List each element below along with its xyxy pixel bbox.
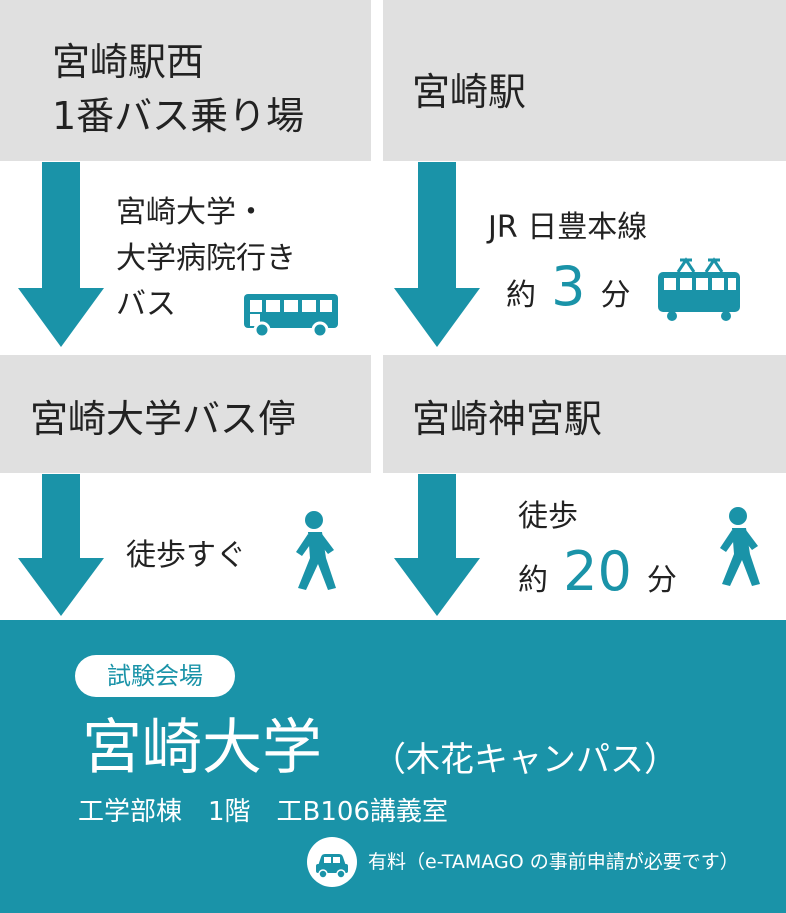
left-transport-line1: 宮崎大学・ [116,195,266,230]
left-start-line1: 宮崎駅西 [52,40,205,84]
left-transport-line3: バス [116,287,176,322]
left-transport-line2: 大学病院行き [116,241,296,276]
right-arrow-1 [394,162,480,347]
right-walk-duration: 約 20 分 [518,545,677,602]
walking-person-icon-right [714,506,764,588]
right-stop-box [383,355,786,473]
venue-badge: 試験会場 [75,655,235,697]
right-transport-prefix: 約 [506,278,536,313]
right-walk-unit: 分 [646,563,677,598]
right-transport-duration: 約 3 分 [506,260,631,317]
left-arrow-1 [18,162,104,347]
right-walk-line1: 徒歩 [518,499,578,534]
right-arrow-2 [394,474,480,616]
right-walk-prefix: 約 [518,563,548,598]
left-stop-box [0,355,371,473]
left-start-box [0,0,371,161]
left-arrow-2 [18,474,104,616]
right-transport-minutes: 3 [551,255,586,318]
right-transport-line: JR 日豊本線 [488,210,648,245]
destination-campus: （木花キャンパス） [372,740,678,780]
left-walk-text: 徒歩すぐ [126,538,246,573]
walking-person-icon [290,510,340,592]
right-start-box [383,0,786,161]
left-stop-label: 宮崎大学バス停 [30,397,297,441]
destination-room: 工学部棟 1階 工B106講義室 [78,797,449,827]
right-stop-label: 宮崎神宮駅 [412,397,603,441]
train-icon [656,256,742,322]
car-icon [306,836,358,888]
bus-icon [242,292,342,338]
right-walk-minutes: 20 [563,540,632,603]
destination-name: 宮崎大学 [82,713,322,783]
right-start-label: 宮崎駅 [412,70,527,114]
right-transport-unit: 分 [600,278,631,313]
parking-note: 有料（e-TAMAGO の事前申請が必要です） [368,851,739,873]
left-start-line2: 1番バス乗り場 [52,94,305,138]
